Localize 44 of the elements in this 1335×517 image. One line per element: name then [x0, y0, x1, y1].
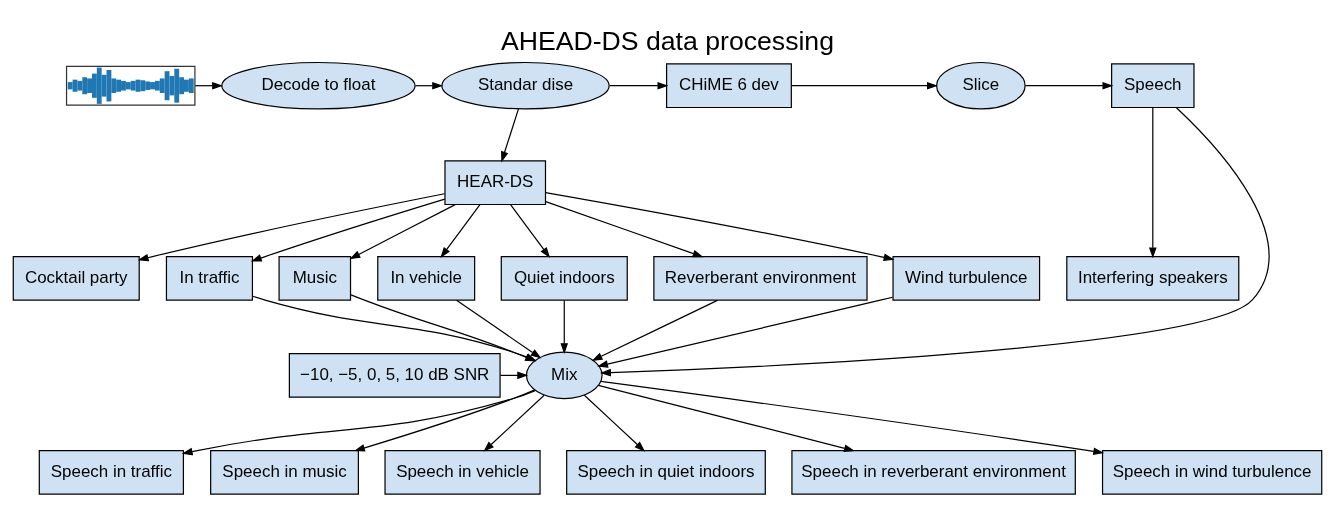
- node-box: Speech in quiet indoors: [566, 449, 766, 495]
- node-box: Music: [278, 255, 352, 301]
- arrow: [349, 203, 456, 259]
- arrow: [1149, 106, 1157, 258]
- node-box: HEAR-DS: [444, 159, 547, 205]
- node-box: Speech in traffic: [38, 449, 184, 495]
- node-box: Speech: [1111, 62, 1195, 108]
- node-box: CHiME 6 dev: [666, 62, 792, 108]
- node-box: −10, −5, 0, 5, 10 dB SNR: [288, 352, 501, 398]
- arrow: [181, 389, 536, 455]
- node-box: Speech in reverberant environment: [791, 449, 1076, 495]
- node-box: In vehicle: [377, 255, 476, 301]
- arrow: [354, 388, 535, 452]
- arrow: [597, 296, 894, 368]
- node-ellipse: Slice: [936, 61, 1026, 110]
- arrow: [591, 299, 718, 361]
- arrow: [1024, 81, 1114, 90]
- arrow: [583, 394, 646, 452]
- arrow: [790, 81, 938, 90]
- arrow: [600, 106, 1270, 376]
- node-box: Speech in wind turbulence: [1101, 449, 1323, 495]
- arrow: [545, 200, 704, 257]
- arrow: [597, 384, 855, 452]
- node-box: Cocktail party: [12, 255, 140, 301]
- arrow: [544, 191, 895, 261]
- arrow: [137, 192, 446, 261]
- arrow: [483, 394, 545, 452]
- node-box: Quiet indoors: [500, 255, 628, 301]
- arrow: [501, 107, 520, 162]
- node-box: In traffic: [165, 255, 254, 301]
- arrow: [609, 81, 669, 90]
- node-box: Wind turbulence: [892, 255, 1041, 301]
- arrow: [600, 380, 1105, 455]
- arrow: [509, 203, 551, 258]
- arrow: [250, 198, 446, 262]
- arrow: [560, 299, 569, 354]
- node-ellipse: Decode to float: [221, 61, 416, 110]
- node-box: Reverberant environment: [653, 255, 868, 301]
- node-box: Speech in vehicle: [384, 449, 541, 495]
- node-ellipse: Standar dise: [441, 61, 610, 110]
- diagram-title: AHEAD-DS data processing: [501, 25, 834, 56]
- node-box: Speech in music: [210, 449, 359, 495]
- arrow: [440, 203, 481, 258]
- node-box: Interfering speakers: [1066, 255, 1240, 301]
